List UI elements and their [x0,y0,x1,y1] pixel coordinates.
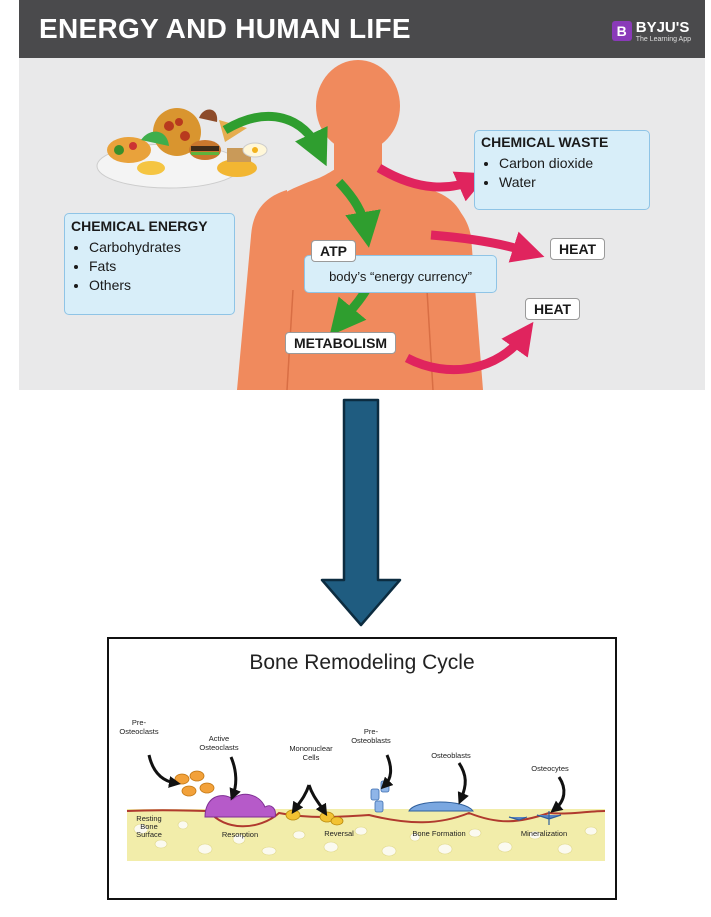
chemical-waste-item: Carbon dioxide [499,154,643,173]
brand-tagline: The Learning App [635,35,691,43]
heat-tag-2: HEAT [525,298,581,320]
brand-name: BYJU'S [635,18,690,36]
food-to-body-arrow [222,112,328,167]
metabolism-tag: METABOLISM [285,332,397,354]
atp-text: body’s “energy currency” [329,269,472,284]
stage-mineralization: Mineralization [521,829,567,838]
brand-logo-icon: B [611,21,632,41]
energy-illustration [96,60,545,390]
stage-formation: Bone Formation [412,829,465,838]
energy-title: ENERGY AND HUMAN LIFE [39,13,411,44]
label-osteocytes: Osteocytes [531,764,569,773]
chemical-waste-heading: CHEMICAL WASTE [481,134,609,150]
chemical-waste-item: Water [499,173,643,192]
down-arrow-icon [320,398,402,627]
label-pre-osteoblasts: Pre-Osteoblasts [351,727,391,745]
chemical-energy-item: Fats [89,257,228,276]
bone-title: Bone Remodeling Cycle [249,651,475,674]
stage-reversal: Reversal [324,829,354,838]
atp-tag: ATP [311,240,356,262]
chemical-energy-heading: CHEMICAL ENERGY [71,218,208,234]
waste-arrow [376,164,489,202]
body-to-atp-arrow [335,178,381,248]
chemical-energy-item: Carbohydrates [89,238,228,257]
chemical-energy-box: CHEMICAL ENERGY Carbohydrates Fats Other… [64,213,235,315]
stage-resorption: Resorption [222,830,258,839]
label-pre-osteoclasts: Pre-Osteoclasts [119,718,158,736]
pre-osteoclast-cells [174,770,215,797]
osteocyte-cells [508,811,562,825]
heat-arrow-1 [430,230,545,263]
energy-header: ENERGY AND HUMAN LIFE B BYJU'S The Learn… [19,0,705,58]
energy-diagram: ENERGY AND HUMAN LIFE B BYJU'S The Learn… [19,0,705,390]
brand: B BYJU'S The Learning App [611,16,691,46]
chemical-energy-item: Others [89,276,228,295]
label-osteoblasts: Osteoblasts [431,751,471,760]
heat-arrow-2 [404,321,534,375]
human-head [316,60,400,152]
bone-remodeling-panel: Bone Remodeling Cycle [107,637,617,900]
chemical-waste-box: CHEMICAL WASTE Carbon dioxide Water [474,130,650,210]
active-osteoclast-cells [204,793,276,818]
osteoblast-cells [408,801,474,812]
heat-tag-1: HEAT [550,238,606,260]
